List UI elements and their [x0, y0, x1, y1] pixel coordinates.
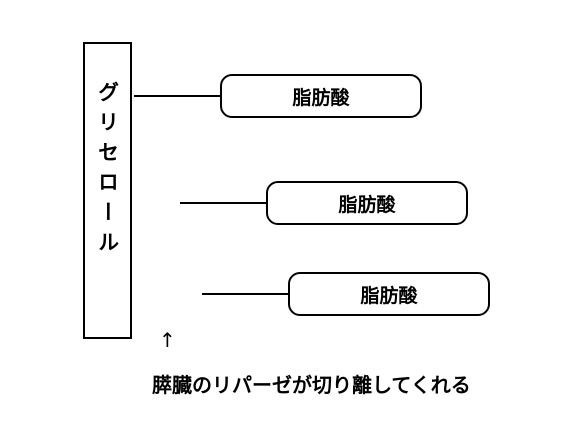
glycerol-box: グリセロール	[83, 42, 132, 339]
fatty-acid-label-2: 脂肪酸	[338, 193, 396, 216]
detached-bond-3	[202, 293, 290, 295]
lipase-caption: 膵臓のリパーゼが切り離してくれる	[152, 373, 471, 397]
up-arrow-icon: ↑	[159, 328, 176, 352]
fatty-acid-box-2: 脂肪酸	[266, 181, 468, 225]
glycerol-label: グリセロール	[95, 81, 120, 261]
fatty-acid-box-3: 脂肪酸	[288, 272, 490, 316]
fatty-acid-label-1: 脂肪酸	[292, 86, 350, 109]
fatty-acid-box-1: 脂肪酸	[220, 74, 422, 118]
fatty-acid-label-3: 脂肪酸	[360, 284, 418, 307]
ester-bond-1	[134, 95, 222, 97]
detached-bond-2	[180, 202, 268, 204]
